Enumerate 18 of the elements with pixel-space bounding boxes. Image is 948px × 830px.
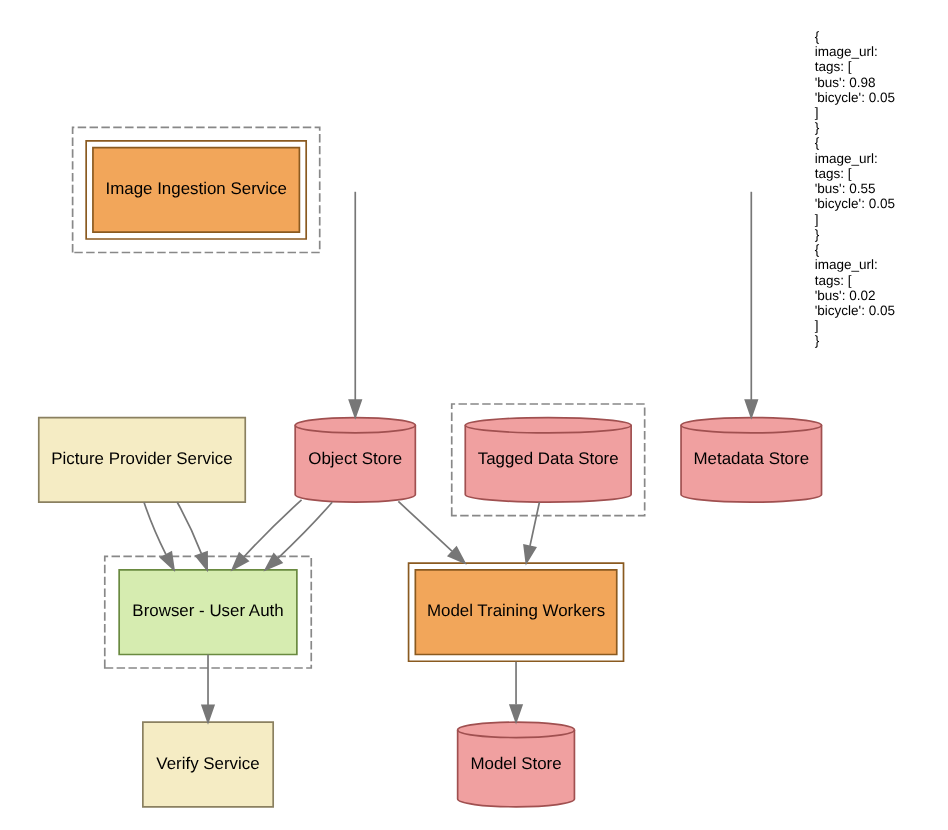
arrow — [522, 501, 540, 566]
arrow — [347, 190, 362, 420]
cluster — [102, 555, 312, 669]
node-box: Image Ingestion Service — [84, 139, 307, 240]
arrow — [396, 500, 466, 565]
arrow — [175, 501, 208, 573]
node-box: Verify Service — [141, 721, 273, 808]
arrow — [142, 501, 175, 573]
node-box: Model Training Workers — [406, 562, 624, 663]
node-box: Browser - User Auth — [117, 569, 297, 656]
node-box: Picture Provider Service — [36, 416, 246, 503]
arrow — [229, 499, 302, 572]
cluster — [449, 403, 645, 517]
arrow — [199, 653, 215, 725]
arrow — [743, 190, 758, 420]
arrow — [262, 501, 333, 572]
cluster — [70, 126, 320, 254]
arrow — [507, 660, 523, 725]
